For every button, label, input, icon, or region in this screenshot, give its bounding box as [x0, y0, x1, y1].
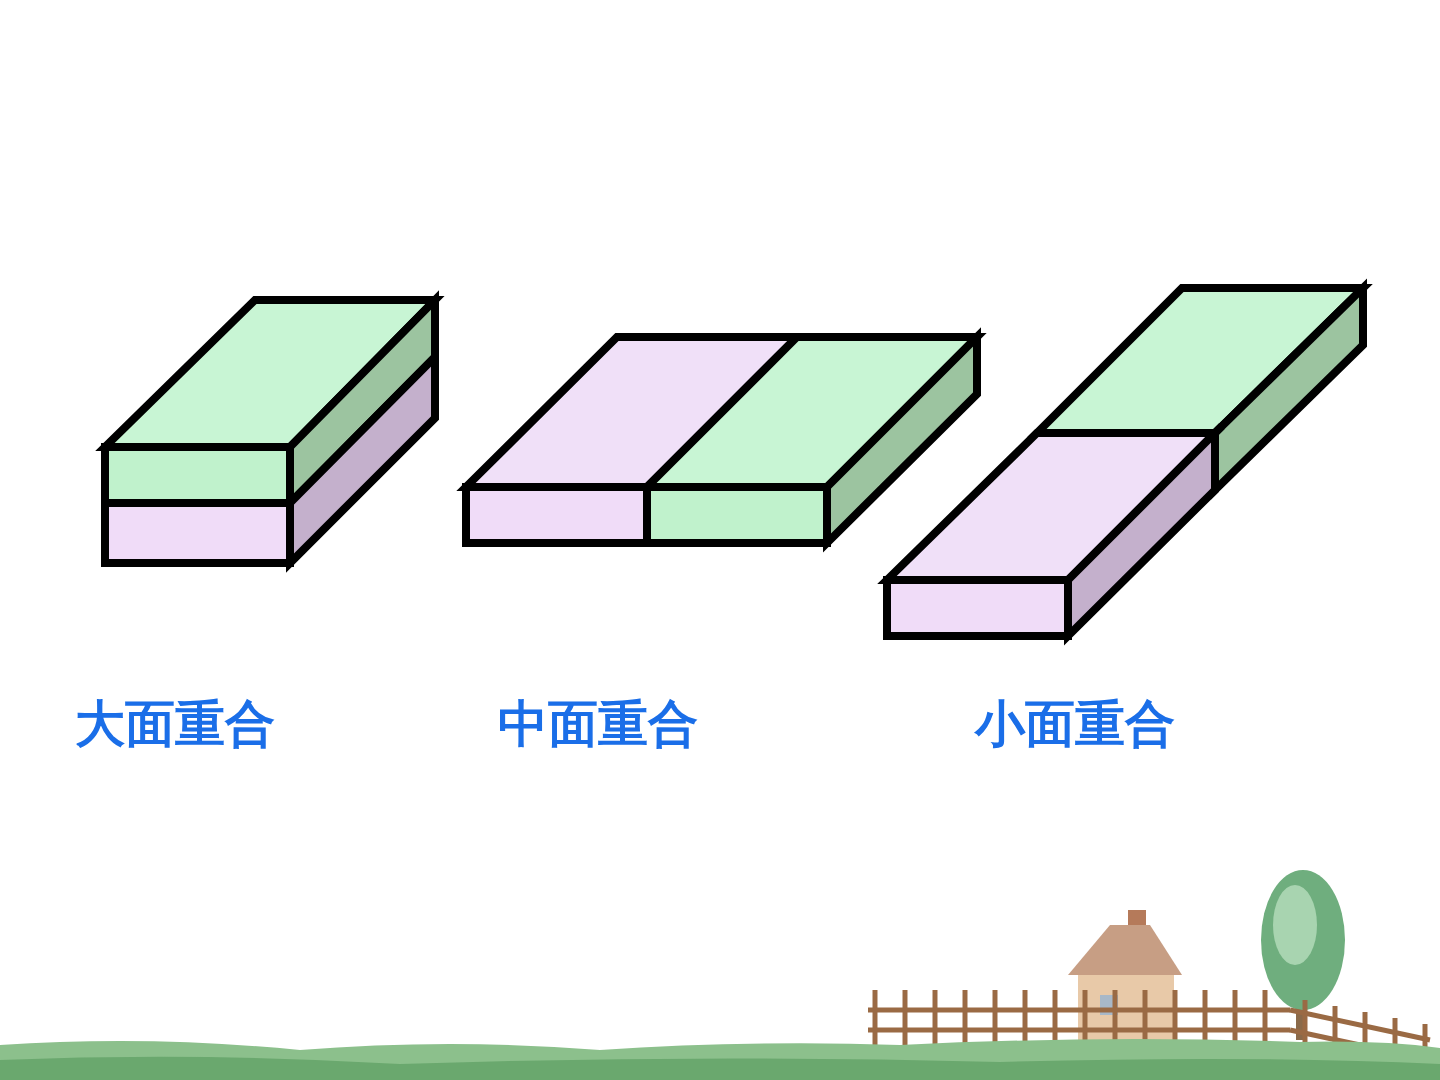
tree-highlight — [1273, 885, 1317, 965]
house-roof — [1068, 925, 1182, 975]
front-face — [105, 447, 290, 503]
caption-label: 小面重合 — [975, 697, 1175, 752]
tree-crown — [1261, 870, 1345, 1010]
front-face — [466, 487, 647, 543]
cuboids — [105, 288, 1363, 636]
grass — [0, 1039, 1440, 1080]
caption-label: 中面重合 — [498, 697, 698, 752]
scenery — [0, 870, 1440, 1080]
side-face — [1068, 433, 1215, 636]
front-face — [105, 503, 290, 563]
side-face — [290, 357, 435, 563]
front-face — [647, 487, 827, 543]
side-face — [1215, 288, 1363, 490]
front-face — [887, 580, 1068, 636]
grass-dark — [0, 1057, 1440, 1080]
caption-label: 大面重合 — [75, 697, 275, 752]
